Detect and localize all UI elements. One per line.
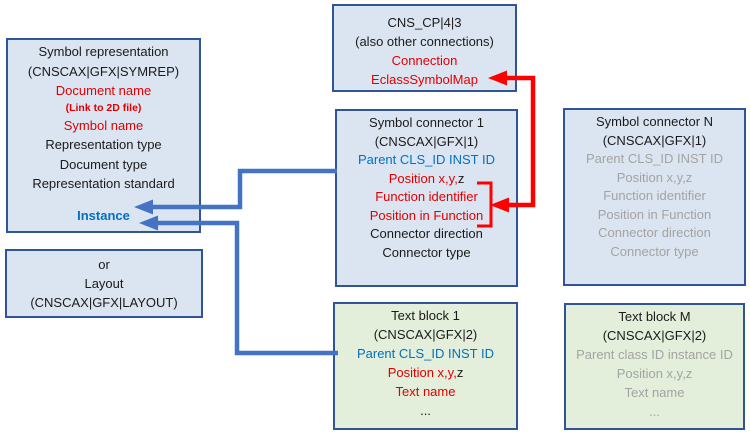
text1-ellipsis: ... <box>420 403 431 418</box>
text1-parent-id: Parent CLS_ID INST ID <box>356 346 495 361</box>
cnscp-title: CNS_CP|4|3 <box>387 15 462 30</box>
symrep-symbol-name: Symbol name <box>63 117 144 133</box>
symrep-title: Symbol representation <box>38 44 169 59</box>
cnscp-connection: Connection <box>391 53 458 68</box>
symbol-representation-box: Symbol representation (CNSCAX|GFX|SYMREP… <box>6 38 201 233</box>
symrep-document-type: Document type <box>59 156 148 172</box>
textM-position: Position x,y,z <box>616 366 693 381</box>
text-block-m-box: Text block M (CNSCAX|GFX|2) Parent class… <box>564 303 745 430</box>
conn1-class-id: (CNSCAX|GFX|1) <box>374 133 479 149</box>
connN-class-id: (CNSCAX|GFX|1) <box>602 132 707 148</box>
textM-ellipsis: ... <box>649 404 660 419</box>
textM-text-name: Text name <box>624 385 685 400</box>
layout-title: Layout <box>84 276 124 291</box>
symrep-class-id: (CNSCAX|GFX|SYMREP) <box>27 63 180 79</box>
connN-function-identifier: Function identifier <box>603 188 706 203</box>
symrep-link-note: (Link to 2D file) <box>65 101 142 114</box>
textM-title: Text block M <box>618 309 691 324</box>
text1-position-z: z <box>456 365 464 380</box>
textM-parent-id: Parent class ID instance ID <box>576 347 733 362</box>
conn1-position-z: z <box>457 170 465 186</box>
text1-position: Position x,y,z <box>335 363 516 382</box>
connN-parent-id: Parent CLS_ID INST ID <box>585 151 724 166</box>
text1-title: Text block 1 <box>391 308 460 323</box>
connN-title: Symbol connector N <box>595 114 714 129</box>
symrep-document-name: Document name <box>55 83 152 98</box>
connN-connector-type: Connector type <box>610 243 699 259</box>
conn1-connector-type: Connector type <box>382 244 471 260</box>
cnscp-eclass-symbol-map: EclassSymbolMap <box>371 72 478 87</box>
cns-cp-box: CNS_CP|4|3 (also other connections) Conn… <box>332 4 517 92</box>
layout-box: or Layout (CNSCAX|GFX|LAYOUT) <box>5 249 203 318</box>
text1-text-name: Text name <box>395 384 456 399</box>
layout-class-id: (CNSCAX|GFX|LAYOUT) <box>30 295 178 310</box>
symrep-representation-type: Representation type <box>45 137 162 152</box>
textM-class-id: (CNSCAX|GFX|2) <box>602 328 707 343</box>
symrep-instance: Instance <box>77 207 130 223</box>
cnscp-note: (also other connections) <box>355 34 494 49</box>
conn1-position-in-function: Position in Function <box>369 207 484 223</box>
connN-connector-direction: Connector direction <box>598 225 711 240</box>
text1-position-red: Position x,y, <box>387 365 457 380</box>
conn1-connector-direction: Connector direction <box>370 226 483 241</box>
conn1-title: Symbol connector 1 <box>369 115 484 130</box>
conn1-position: Position x,y,z <box>337 170 516 189</box>
text1-class-id: (CNSCAX|GFX|2) <box>373 327 478 342</box>
connN-position-in-function: Position in Function <box>597 206 712 222</box>
symbol-connector-n-box: Symbol connector N (CNSCAX|GFX|1) Parent… <box>563 108 746 286</box>
layout-or: or <box>98 257 110 272</box>
conn1-parent-id: Parent CLS_ID INST ID <box>357 152 496 167</box>
conn1-function-identifier: Function identifier <box>375 189 478 204</box>
conn1-position-red: Position x,y, <box>388 170 458 186</box>
symrep-representation-standard: Representation standard <box>32 176 175 191</box>
text-block-1-box: Text block 1 (CNSCAX|GFX|2) Parent CLS_I… <box>333 302 518 430</box>
symbol-connector-1-box: Symbol connector 1 (CNSCAX|GFX|1) Parent… <box>335 109 518 287</box>
connN-position: Position x,y,z <box>616 169 693 185</box>
